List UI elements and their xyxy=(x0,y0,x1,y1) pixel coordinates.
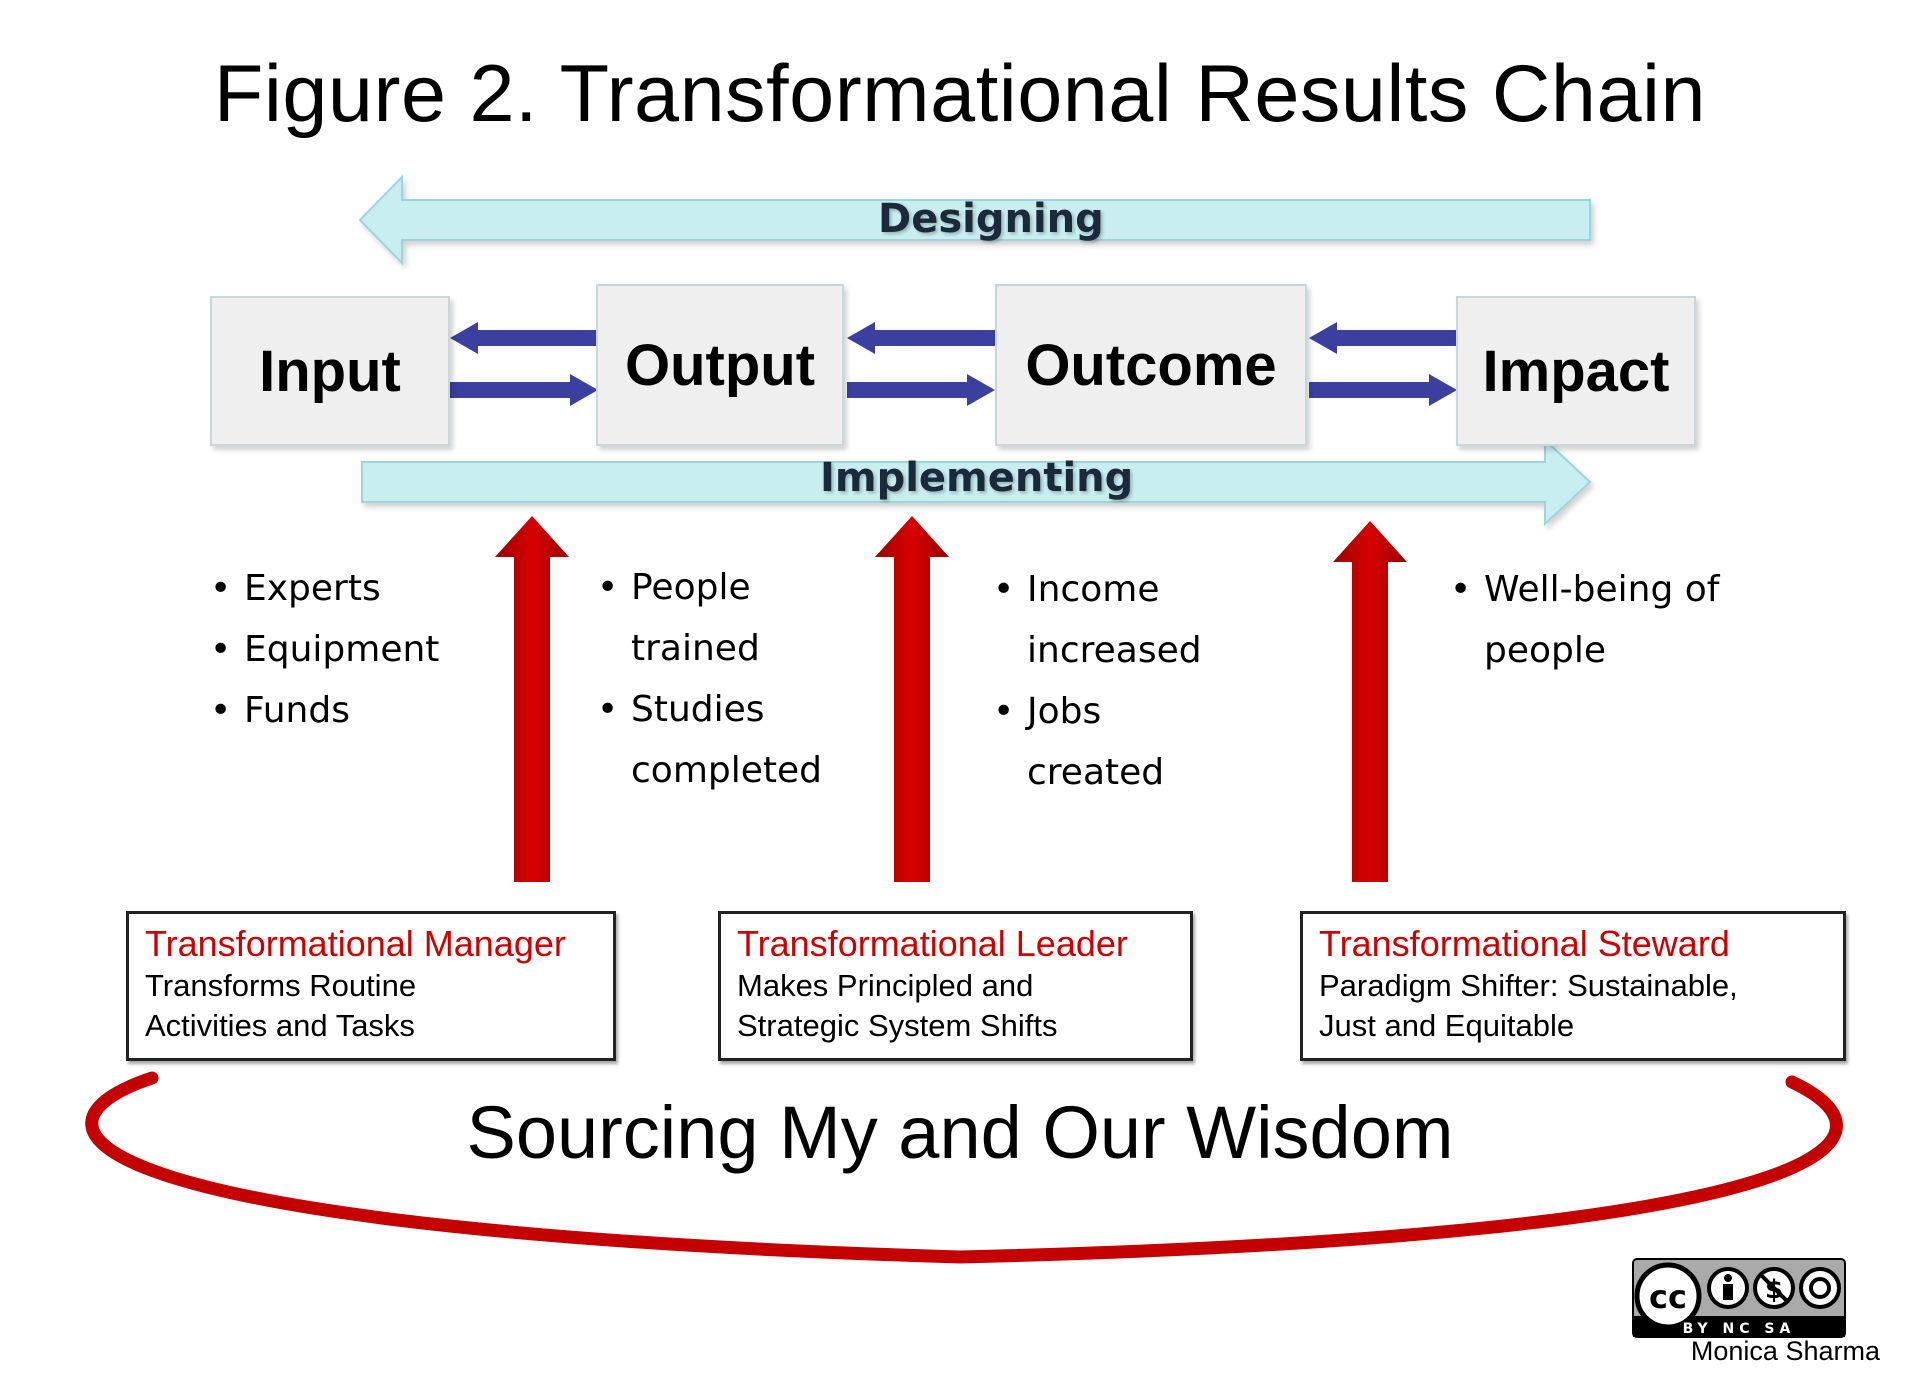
wisdom-loop xyxy=(85,1071,1843,1264)
designing-arrow xyxy=(358,174,1591,266)
role-description: Transforms Routine Activities and Tasks xyxy=(145,968,417,1043)
link-arrow-left xyxy=(1309,322,1457,354)
role-title: Transformational Manager xyxy=(145,923,566,964)
figure-title: Figure 2. Transformational Results Chain xyxy=(213,49,1707,139)
implementing-label: Implementing xyxy=(820,455,1134,501)
role-description: Makes Principled and Strategic System Sh… xyxy=(737,968,1058,1043)
stage-impact: Impact xyxy=(1456,296,1696,446)
role-description: Paradigm Shifter: Sustainable, Just and … xyxy=(1319,968,1738,1043)
up-arrow-leader xyxy=(875,516,949,882)
implementing-arrow xyxy=(361,437,1592,527)
link-arrows-input-output xyxy=(450,322,598,406)
license-label: BY NC SA xyxy=(1683,1321,1796,1337)
link-arrow-left xyxy=(450,322,598,354)
stage-outcome: Outcome xyxy=(995,284,1307,446)
cc-by-nc-sa-icon: cc $ BY NC SA xyxy=(1632,1258,1846,1338)
outcome-items: Income increased Jobs created xyxy=(993,559,1243,803)
role-leader: Transformational Leader Makes Principled… xyxy=(718,911,1193,1061)
up-arrow-steward xyxy=(1333,521,1407,882)
link-arrows-output-outcome xyxy=(847,322,995,406)
output-items: People trained Studies completed xyxy=(597,557,837,801)
designing-label: Designing xyxy=(878,196,1104,242)
list-item: Well-being of people xyxy=(1450,559,1750,681)
list-item: Jobs created xyxy=(993,681,1243,803)
impact-items: Well-being of people xyxy=(1450,559,1750,681)
wisdom-label: Sourcing My and Our Wisdom xyxy=(466,1091,1454,1174)
list-item: Income increased xyxy=(993,559,1243,681)
role-title: Transformational Leader xyxy=(737,923,1128,964)
svg-text:cc: cc xyxy=(1649,1278,1687,1316)
list-item: People trained xyxy=(597,557,837,679)
author-credit: Monica Sharma xyxy=(1690,1336,1880,1366)
list-item: Experts xyxy=(210,558,470,619)
list-item: Studies completed xyxy=(597,679,837,801)
input-items: Experts Equipment Funds xyxy=(210,558,470,741)
link-arrow-right xyxy=(1309,374,1457,406)
role-manager: Transformational Manager Transforms Rout… xyxy=(126,911,616,1061)
link-arrows-outcome-impact xyxy=(1309,322,1457,406)
list-item: Funds xyxy=(210,680,470,741)
role-steward: Transformational Steward Paradigm Shifte… xyxy=(1300,911,1846,1061)
up-arrow-manager xyxy=(495,516,569,882)
stage-output: Output xyxy=(596,284,844,446)
link-arrow-right xyxy=(847,374,995,406)
role-title: Transformational Steward xyxy=(1319,923,1730,964)
stage-input: Input xyxy=(210,296,450,446)
link-arrow-right xyxy=(450,374,598,406)
list-item: Equipment xyxy=(210,619,470,680)
link-arrow-left xyxy=(847,322,995,354)
